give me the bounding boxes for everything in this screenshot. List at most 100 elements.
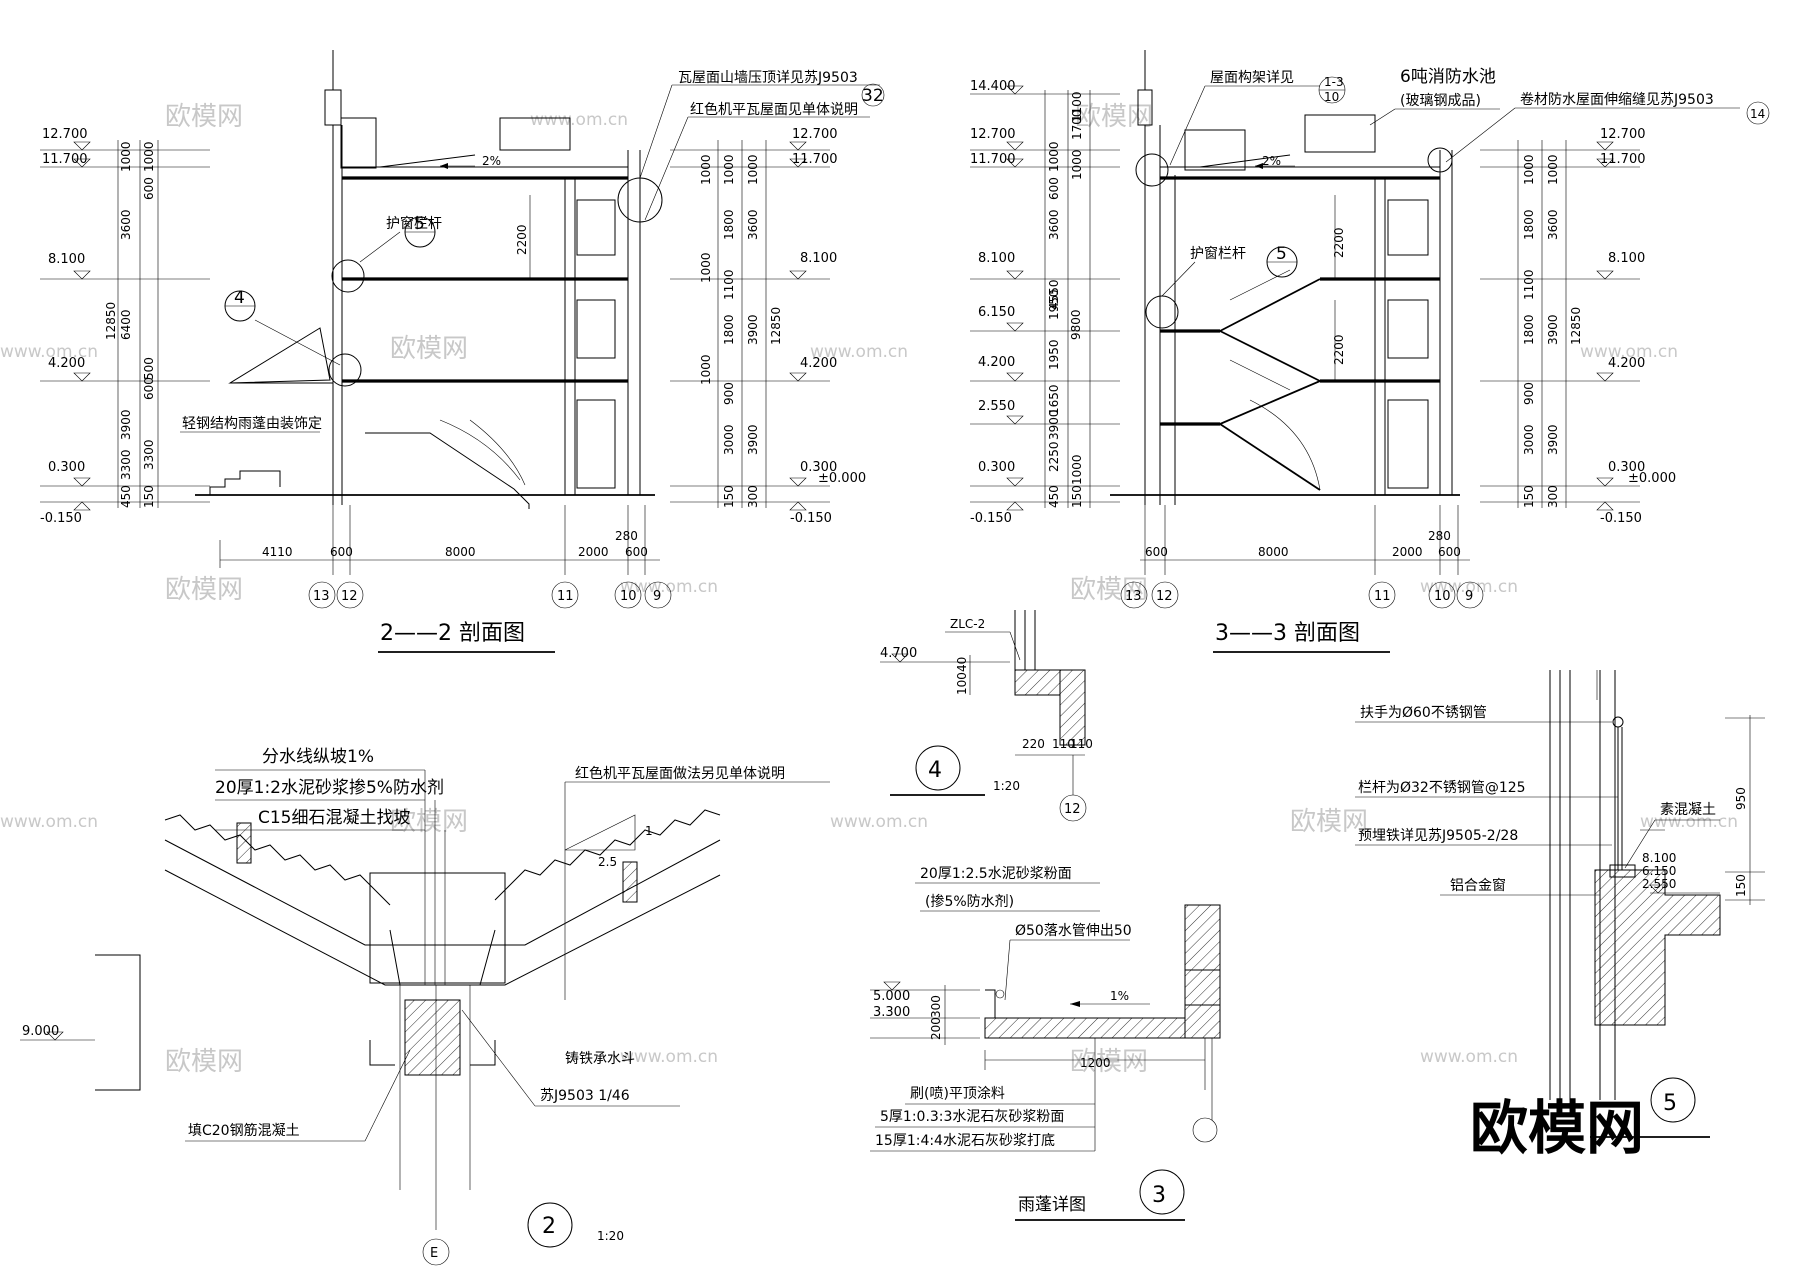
axis-label: 11 [1374, 589, 1391, 604]
watermark-brand: 欧模网 [1070, 1047, 1148, 1077]
level-label: 8.100 [800, 251, 837, 266]
axis-label: 13 [1125, 589, 1142, 604]
dim-label: 3000 [1522, 424, 1536, 455]
dim-label: 3900 [746, 314, 760, 345]
annotation: 扶手为Ø60不锈钢管 [1360, 705, 1487, 721]
dim-label: 3600 [1047, 209, 1061, 240]
watermark-layer: 欧模网 欧模网 www.om.cn www.om.cn 欧模网 www.om.c… [0, 102, 1738, 1077]
corner-logo: 欧模网 [1470, 1094, 1644, 1162]
level-label: 11.700 [42, 152, 88, 167]
level-label: 5.000 [873, 989, 910, 1004]
dim-label: 12850 [769, 307, 783, 345]
ref-number: 32 [862, 86, 884, 106]
watermark-brand: 欧模网 [165, 575, 243, 605]
level-label: -0.150 [790, 511, 832, 526]
dim-label: 600 [1047, 177, 1061, 200]
dim-label: 40 [955, 657, 969, 672]
level-label: 12.700 [792, 127, 838, 142]
annotation: 5厚1:0.3:3水泥石灰砂浆粉面 [880, 1109, 1064, 1125]
section-3-axes: 600 8000 2000 280 600 13 12 11 10 9 [1120, 505, 1484, 609]
level-label: 2.550 [1642, 877, 1676, 891]
annotation: 20厚1:2.5水泥砂浆粉面 [920, 866, 1072, 882]
detail-scale: 1:20 [993, 779, 1020, 793]
axis-label: E [430, 1246, 438, 1261]
dim-label: 110 [1070, 737, 1093, 751]
dim-label: 1000 [746, 154, 760, 185]
dim-label: 450 [119, 485, 133, 508]
dim-label: 1000 [1070, 454, 1084, 485]
annotation: 填C20钢筋混凝土 [188, 1122, 300, 1139]
slope-label: 1% [1110, 989, 1129, 1003]
axis-label: 12 [1064, 802, 1081, 817]
slope-label: 2% [482, 154, 501, 168]
dim-label: 4110 [262, 545, 293, 559]
annotation: 红色机平瓦屋面做法另见单体说明 [575, 765, 785, 782]
dim-label: 300 [929, 995, 943, 1018]
watermark-site: www.om.cn [1420, 1047, 1518, 1067]
dim-label: 3600 [1546, 209, 1560, 240]
dim-label: 3900 [119, 409, 133, 440]
ref-number: 14 [1750, 107, 1765, 121]
dim-label: 3300 [142, 439, 156, 470]
section-2-axes: 4110 600 8000 2000 280 600 13 12 11 10 9 [219, 505, 672, 609]
watermark-site: www.om.cn [530, 110, 628, 130]
level-label: 11.700 [792, 152, 838, 167]
dim-label: 1950 [1047, 289, 1061, 320]
level-label: 4.200 [48, 356, 85, 371]
level-label: 0.300 [800, 460, 837, 475]
dim-label: 3600 [746, 209, 760, 240]
annotation: 护窗栏杆 [386, 215, 442, 232]
section-2-left-levels: 12.700 11.700 8.100 4.200 0.300 -0.150 1… [40, 127, 210, 526]
axis-label: 9 [653, 589, 661, 604]
watermark-brand: 欧模网 [1290, 807, 1368, 837]
level-label: 3.300 [873, 1005, 910, 1020]
level-label: 8.100 [1608, 251, 1645, 266]
dim-label: 150 [1734, 874, 1748, 897]
ref-number: 1-3 [1324, 75, 1344, 89]
dim-label: 280 [615, 529, 638, 543]
dim-label: 2200 [1332, 227, 1346, 258]
watermark-site: www.om.cn [620, 1047, 718, 1067]
dim-label: 1800 [1522, 209, 1536, 240]
annotation: 屋面构架详见 [1210, 70, 1294, 86]
dim-label: 600 [625, 545, 648, 559]
dim-label: 3600 [119, 209, 133, 240]
dim-label: 1100 [1070, 91, 1084, 122]
level-label: 8.100 [48, 252, 85, 267]
dim-label: 1700 [1070, 109, 1084, 140]
annotation: (掺5%防水剂) [925, 893, 1014, 910]
level-label: ±0.000 [1628, 471, 1676, 486]
annotation: 素混凝土 [1660, 802, 1716, 818]
annotation: 分水线纵坡1% [262, 747, 374, 767]
watermark-brand: 欧模网 [390, 807, 468, 837]
axis-label: 12 [1156, 589, 1173, 604]
detail-number: 5 [1663, 1091, 1677, 1116]
level-label: 9.000 [22, 1024, 59, 1039]
dim-label: 12850 [104, 302, 118, 340]
level-label: 4.200 [978, 355, 1015, 370]
dim-label: 300 [1546, 485, 1560, 508]
detail-ref-number: 5 [1276, 244, 1287, 264]
level-label: 2.550 [978, 399, 1015, 414]
detail-title: 雨蓬详图 [1018, 1195, 1086, 1215]
watermark-site: www.om.cn [1580, 342, 1678, 362]
dim-label: 3000 [722, 424, 736, 455]
dim-label: 1800 [1522, 314, 1536, 345]
dim-label: 600 [330, 545, 353, 559]
annotation: 瓦屋面山墙压顶详见苏J9503 [678, 70, 858, 86]
dim-label: 1000 [119, 141, 133, 172]
axis-label: 11 [557, 589, 574, 604]
annotation: 铝合金窗 [1450, 877, 1506, 894]
level-label: 12.700 [970, 127, 1016, 142]
dim-label: 1100 [722, 269, 736, 300]
level-label: -0.150 [970, 511, 1012, 526]
watermark-brand: 欧模网 [1075, 102, 1153, 132]
dim-label: 900 [722, 382, 736, 405]
dim-label: 1000 [722, 154, 736, 185]
dim-label: 500 [142, 357, 156, 380]
annotation: 6吨消防水池 [1400, 67, 1496, 87]
annotation: 苏J9503 1/46 [540, 1088, 630, 1104]
annotation: 15厚1:4:4水泥石灰砂浆打底 [875, 1132, 1055, 1149]
level-label: 4.700 [880, 646, 917, 661]
